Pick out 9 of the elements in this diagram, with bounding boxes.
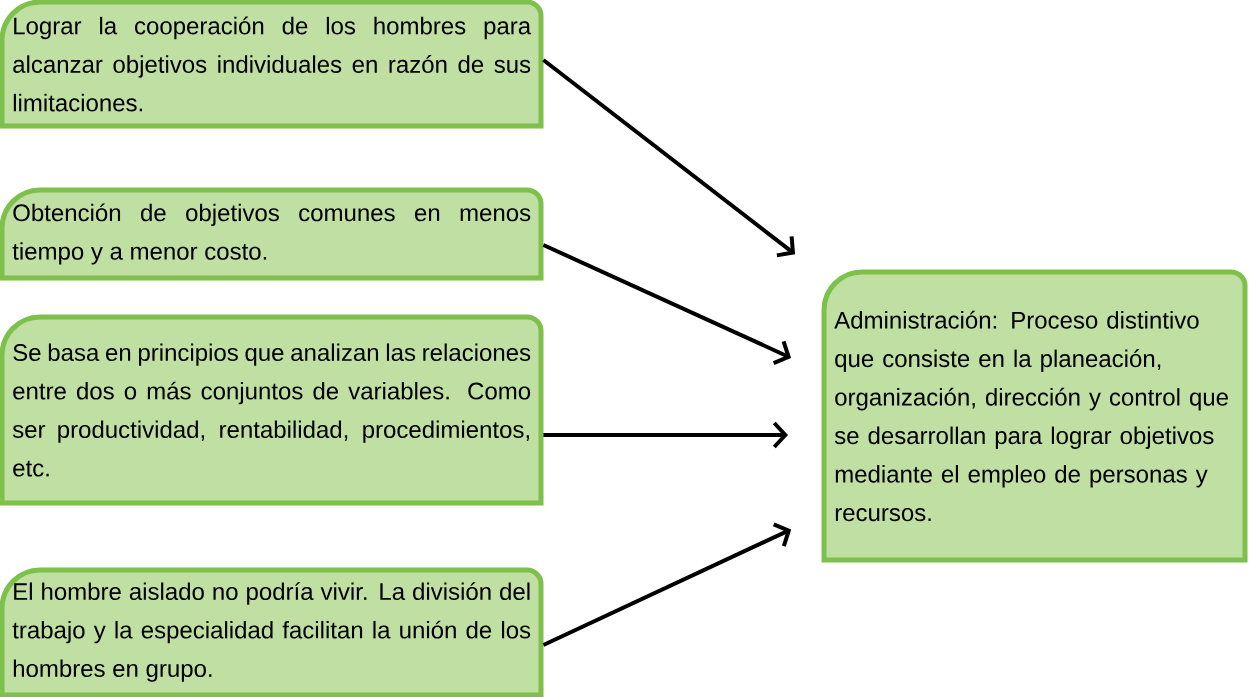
arrow bbox=[542, 522, 792, 647]
text-box: Obtención de objetivos comunes en menos tiempo y a menor costo. bbox=[0, 187, 544, 281]
arrow bbox=[543, 421, 788, 449]
text-box: Lograr la cooperación de los hombres para alcanzar objetivos individuales en razón de sus limitaciones. bbox=[0, 0, 544, 129]
arrow bbox=[542, 243, 792, 365]
arrow bbox=[542, 58, 796, 258]
text-box: El hombre aislado no podría vivir. La división del trabajo y la especialidad facilitan la unión de los hombres en grupo. bbox=[0, 567, 544, 697]
text-box: Se basa en principios que analizan las relaciones entre dos o más conjuntos de variables. Como ser productividad, rentabilidad, procedimientos, etc. bbox=[0, 314, 544, 506]
text-box: Administración: Proceso distintivo que consiste en la planeación, organización, dirección y control que se desarrollan para lograr objetivos mediante el empleo de personas y recursos. bbox=[821, 269, 1248, 563]
